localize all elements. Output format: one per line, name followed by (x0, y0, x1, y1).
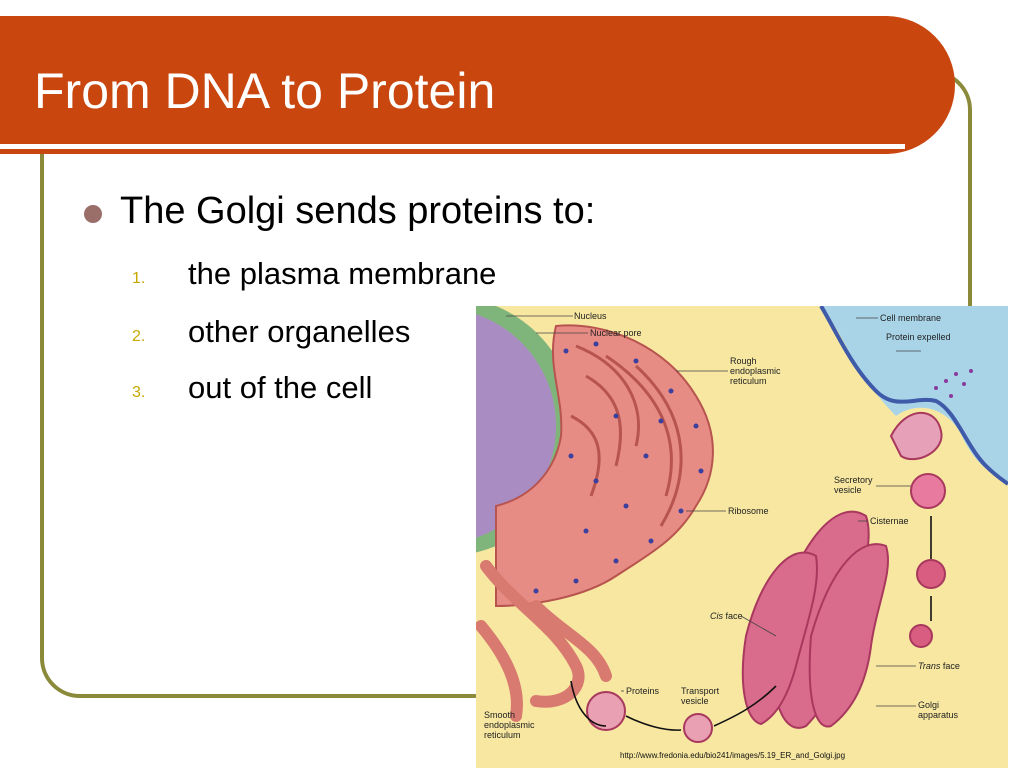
cis-face-rest: face (726, 611, 743, 621)
proteins-label: Proteins (626, 686, 660, 696)
secretory-vesicle-label: Secretory (834, 475, 873, 485)
vesicle-shape (586, 691, 626, 731)
golgi-label: Golgi (918, 700, 939, 710)
rough-er-shape (495, 324, 714, 608)
list-item-text: out of the cell (188, 370, 373, 405)
trans-face-rest: face (943, 661, 960, 671)
leader-lines (506, 315, 921, 707)
bullet-text: The Golgi sends proteins to: (120, 190, 596, 232)
protein-dots (934, 369, 973, 398)
transport-vesicle-label: vesicle (681, 696, 709, 706)
secretory-vesicle-shape (910, 473, 946, 509)
slide-title: From DNA to Protein (34, 63, 496, 119)
trans-face-label: Trans face (918, 661, 960, 671)
rough-er-label: Rough (730, 356, 757, 366)
bullet-icon (84, 205, 102, 223)
golgi-cisterna (741, 551, 818, 726)
smooth-er-shape (476, 560, 612, 722)
er-golgi-diagram: Nucleus Nuclear pore Rough endoplasmic r… (476, 306, 1008, 760)
cell-membrane-label: Cell membrane (880, 313, 941, 323)
list-item-text: the plasma membrane (188, 256, 497, 291)
er-golgi-illustration: Nucleus Nuclear pore Rough endoplasmic r… (476, 306, 1008, 768)
exocytosis-vesicle (889, 411, 943, 461)
smooth-er-label: endoplasmic (484, 720, 535, 730)
trans-face-italic: Trans (918, 661, 941, 671)
smooth-er-label: Smooth (484, 710, 515, 720)
rough-er-label: reticulum (730, 376, 767, 386)
title-underline (0, 144, 905, 149)
list-item-text: other organelles (188, 314, 411, 349)
secretory-vesicle-label: vesicle (834, 485, 862, 495)
vesicle-shape (916, 559, 946, 589)
list-item-number: 1. (132, 270, 146, 287)
vesicle-shape (909, 624, 933, 648)
extracellular-space (821, 306, 1008, 481)
list-item-number: 2. (132, 328, 146, 345)
smooth-er-label: reticulum (484, 730, 521, 740)
cell-membrane-shape (819, 306, 1008, 486)
title-bar: From DNA to Protein (0, 16, 955, 154)
er-folds (570, 344, 683, 527)
nucleus-label: Nucleus (574, 311, 607, 321)
cis-face-label: Cis face (710, 611, 743, 621)
cisternae-label: Cisternae (870, 516, 909, 526)
transport-vesicle-label: Transport (681, 686, 720, 696)
transport-vesicle-shape (683, 713, 713, 743)
ribosome-label: Ribosome (728, 506, 769, 516)
protein-expelled-label: Protein expelled (886, 332, 951, 342)
pathway-arrows (570, 516, 932, 731)
nucleus-shape (476, 314, 556, 538)
list-item-number: 3. (132, 384, 146, 401)
rough-er-label: endoplasmic (730, 366, 781, 376)
image-credit: http://www.fredonia.edu/bio241/images/5.… (620, 751, 845, 760)
golgi-cisterna (808, 543, 890, 728)
cis-face-italic: Cis (710, 611, 723, 621)
golgi-label: apparatus (918, 710, 959, 720)
ribosome-dots (533, 341, 704, 594)
nuclear-pore-label: Nuclear pore (590, 328, 642, 338)
